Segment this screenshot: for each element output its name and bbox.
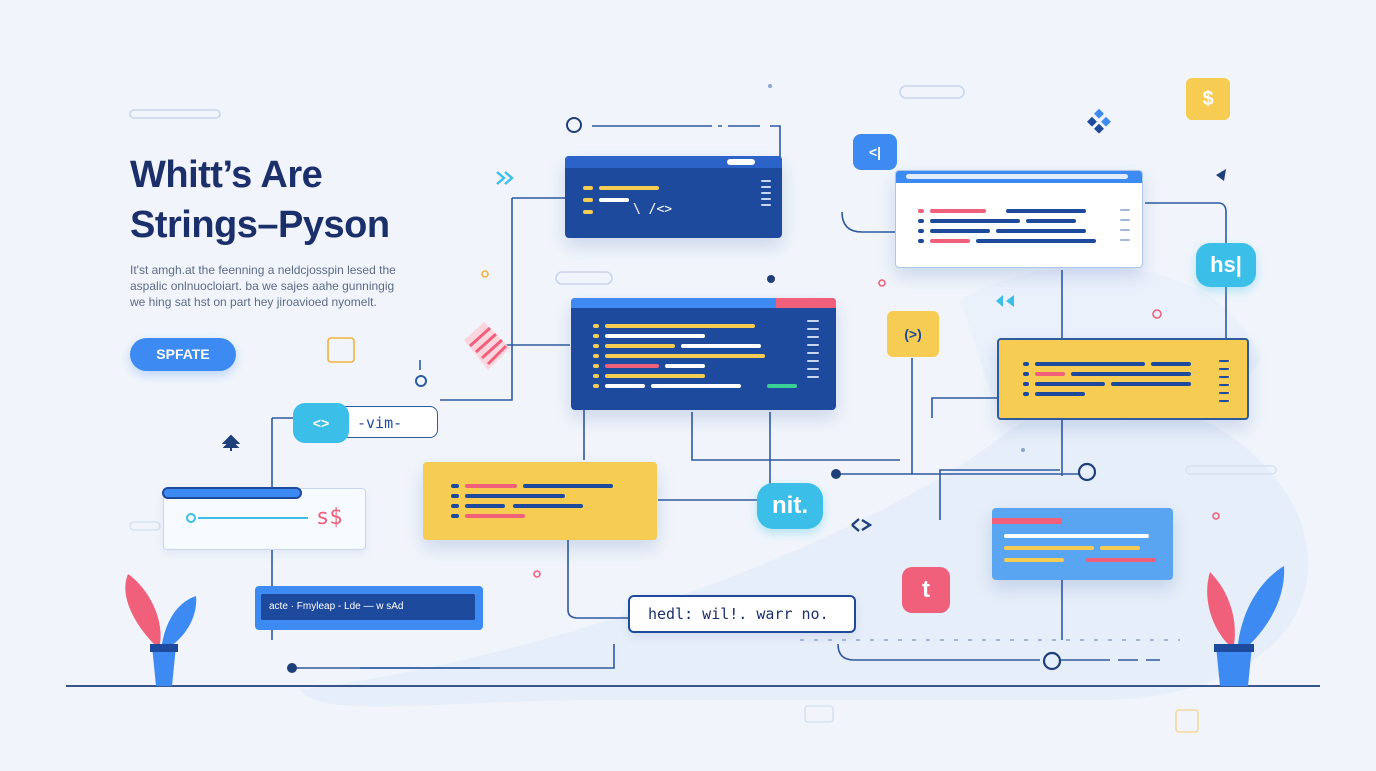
code-window-blue-right — [992, 508, 1173, 580]
code-window-yellow-center — [423, 462, 657, 540]
description-line-1: It'st amgh.at the feenning a neldcjosspi… — [130, 263, 396, 277]
nit-tag[interactable]: nit. — [757, 483, 823, 529]
output-field[interactable]: hedl: wil!. warr no. — [628, 595, 856, 633]
slider-track[interactable] — [198, 517, 308, 519]
dollar-tag[interactable]: $ — [1186, 78, 1230, 120]
tree-arrow-icon — [222, 434, 240, 451]
description-line-3: we hing sat hst on part hey jiroavioed n… — [130, 295, 377, 309]
description-line-2: aspalic onlnuocloiart. ba we sajes aahe … — [130, 279, 395, 293]
angle-bracket-tag[interactable]: (>) — [887, 311, 939, 357]
hsl-tag[interactable]: hs| — [1196, 243, 1256, 287]
input-card: s$ — [162, 487, 366, 550]
code-window-main — [571, 298, 836, 410]
striped-shape-icon — [464, 322, 510, 370]
title-line-1: Whitt’s Are — [130, 154, 323, 196]
double-chevron-icon — [496, 171, 514, 185]
t-tag[interactable]: t — [902, 567, 950, 613]
search-bar[interactable]: acte · Fmyleap - Lde — w sAd — [255, 586, 483, 630]
input-card-header — [162, 487, 302, 499]
cta-button[interactable]: SPFATE — [130, 338, 236, 371]
code-window-yellow-right — [997, 338, 1249, 420]
panel-code-text: \ /<> — [633, 202, 673, 217]
search-text: acte · Fmyleap - Lde — w sAd — [269, 601, 404, 612]
arrow-cluster-icon — [996, 295, 1014, 307]
title-line-2: Strings–Pyson — [130, 204, 390, 246]
hero-description: It'st amgh.at the feenning a neldcjosspi… — [130, 262, 440, 310]
code-window-top: \ /<> — [565, 156, 782, 238]
chat-bubble-icon[interactable]: <| — [853, 134, 897, 170]
window-button[interactable] — [727, 159, 755, 165]
page-title: Whitt’s Are Strings–Pyson — [130, 150, 390, 250]
editor-window-white — [895, 170, 1143, 268]
triangle-icon — [1216, 169, 1226, 181]
input-glyph: s$ — [316, 505, 343, 530]
plant-right-icon — [1207, 566, 1285, 686]
arrow-right-icon — [851, 518, 873, 532]
plant-left-icon — [125, 574, 197, 686]
vim-label: -vim- — [357, 414, 403, 432]
diamond-cluster-icon — [1087, 108, 1111, 134]
toggle-knob[interactable] — [186, 513, 196, 523]
window-titlebar — [571, 298, 836, 308]
code-bracket-icon: <> — [293, 403, 349, 443]
vim-tag[interactable]: <> -vim- — [293, 403, 438, 443]
